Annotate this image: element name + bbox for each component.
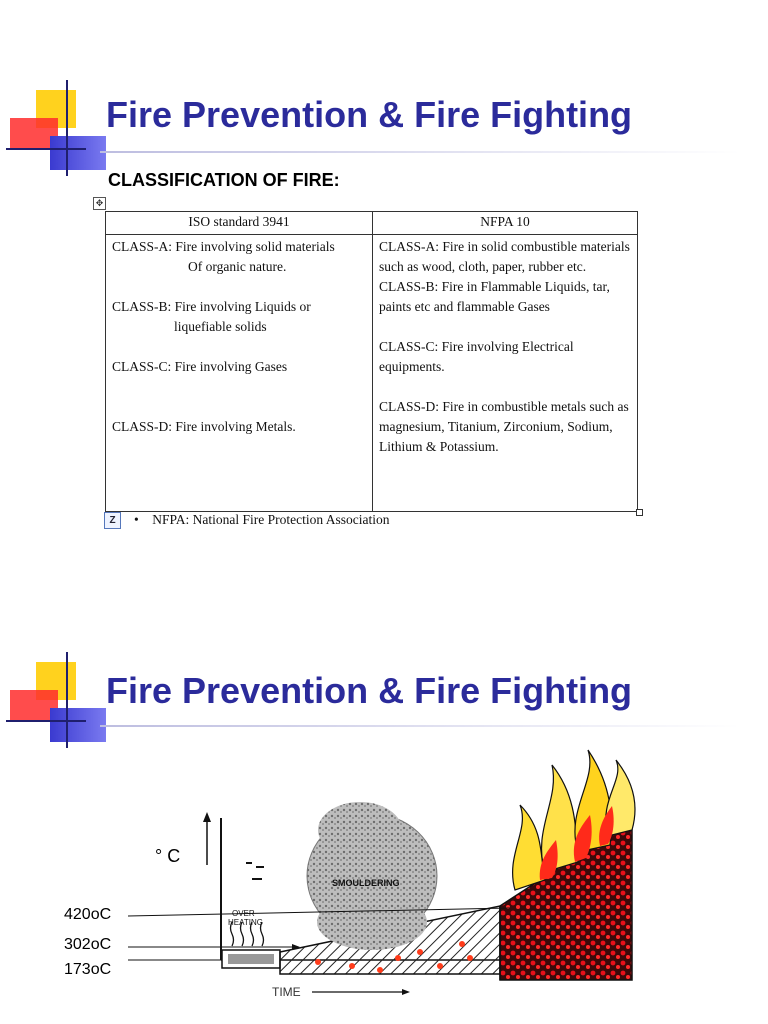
fire-classification-table: ISO standard 3941 NFPA 10 CLASS-A: Fire …	[105, 211, 638, 512]
note-icon[interactable]: Z	[104, 512, 121, 529]
iso-class-c: CLASS-C: Fire involving Gases	[112, 359, 288, 374]
slide-logo	[6, 80, 110, 180]
logo-blue-square	[50, 136, 106, 170]
flames	[512, 749, 636, 891]
logo-blue-square	[50, 708, 106, 742]
nfpa-class-d: CLASS-D: Fire in combustible metals such…	[379, 399, 629, 454]
iso-class-b-line2: liquefiable solids	[174, 319, 267, 334]
table-move-handle-icon[interactable]: ✥	[93, 197, 106, 210]
iso-class-a-line2: Of organic nature.	[188, 259, 287, 274]
overheating-fill	[228, 954, 274, 964]
temp-label-420: 420oC	[64, 906, 112, 923]
logo-vertical-line	[66, 652, 68, 748]
table-row: CLASS-A: Fire involving solid materials …	[105, 234, 638, 512]
iso-class-a-line1: CLASS-A: Fire involving solid materials	[112, 239, 335, 254]
y-axis-arrowhead	[203, 812, 211, 822]
slide-1: Fire Prevention & Fire Fighting CLASSIFI…	[6, 80, 740, 529]
slide-title: Fire Prevention & Fire Fighting	[106, 670, 633, 711]
footnote: • NFPA: National Fire Protection Associa…	[134, 512, 389, 528]
slide-logo	[6, 652, 110, 752]
title-rule	[100, 151, 740, 153]
sparks	[315, 941, 473, 973]
overheating-label-line2: HEATING	[228, 918, 263, 927]
temp-line-420	[127, 907, 511, 917]
iso-class-d: CLASS-D: Fire involving Metals.	[112, 419, 296, 434]
temp-label-173: 173oC	[64, 961, 112, 978]
nfpa-class-a: CLASS-A: Fire in solid combustible mater…	[379, 239, 630, 274]
table-header-row: ISO standard 3941 NFPA 10	[105, 211, 638, 235]
smoke-cloud	[306, 802, 438, 950]
iso-class-b: CLASS-B: Fire involving Liquids or lique…	[112, 297, 366, 337]
logo-vertical-line	[66, 80, 68, 176]
classification-heading: CLASSIFICATION OF FIRE:	[108, 170, 340, 190]
iso-class-a: CLASS-A: Fire involving solid materials …	[112, 237, 366, 277]
nfpa-class-c: CLASS-C: Fire involving Electrical equip…	[379, 339, 574, 374]
table-header-nfpa: NFPA 10	[372, 211, 638, 235]
heat-waves	[229, 921, 265, 947]
table-header-iso: ISO standard 3941	[105, 211, 373, 235]
logo-horizontal-line	[6, 148, 86, 150]
title-rule	[100, 725, 740, 727]
fire-development-diagram: SMOULDERING OVER HEATING TIME	[127, 749, 636, 999]
bullet: •	[134, 512, 139, 527]
logo-horizontal-line	[6, 720, 86, 722]
nfpa-column-cell: CLASS-A: Fire in solid combustible mater…	[372, 234, 638, 512]
iso-column-cell: CLASS-A: Fire involving solid materials …	[105, 234, 373, 512]
slide-2: Fire Prevention & Fire Fighting	[0, 640, 768, 1024]
time-label: TIME	[272, 985, 301, 999]
wisps	[246, 862, 264, 880]
slide-title: Fire Prevention & Fire Fighting	[106, 94, 633, 135]
iso-class-b-line1: CLASS-B: Fire involving Liquids or	[112, 299, 311, 314]
temp-label-302: 302oC	[64, 936, 112, 953]
degree-celsius-label: ° C	[155, 846, 181, 866]
nfpa-class-b: CLASS-B: Fire in Flammable Liquids, tar,…	[379, 279, 610, 314]
footnote-text: NFPA: National Fire Protection Associati…	[152, 512, 390, 527]
table-resize-handle[interactable]	[636, 509, 643, 516]
smouldering-label: SMOULDERING	[332, 878, 400, 888]
